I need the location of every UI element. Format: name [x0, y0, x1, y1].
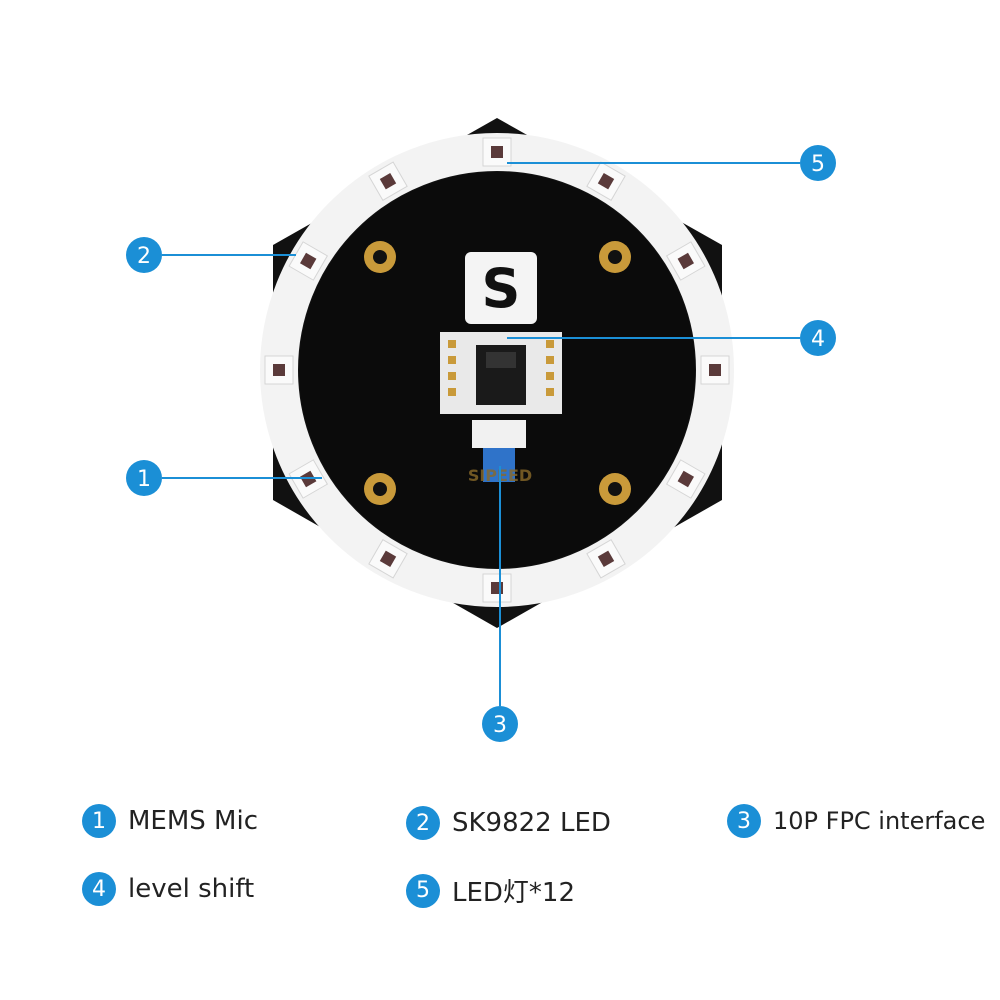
legend-label: 10P FPC interface [773, 807, 986, 835]
legend-number-1: 1 [82, 804, 116, 838]
callout-2: 2 [126, 237, 162, 273]
level-shift-module [440, 332, 562, 414]
legend-label: LED灯*12 [452, 878, 576, 908]
led-3 [665, 241, 706, 281]
led-6 [586, 538, 626, 579]
legend-item-fpc-interface: 3 10P FPC interface [727, 804, 985, 838]
svg-text:3: 3 [493, 713, 507, 738]
svg-text:2: 2 [137, 244, 151, 269]
legend-item-level-shift: 4 level shift [82, 872, 254, 906]
callout-4: 4 [800, 320, 836, 356]
legend-number-4: 4 [82, 872, 116, 906]
sipeed-logo: S [465, 252, 537, 324]
led-10 [264, 355, 294, 385]
led-12 [368, 161, 408, 202]
led-11 [288, 241, 329, 281]
legend-number-2: 2 [406, 806, 440, 840]
led-5 [665, 459, 706, 499]
callout-3: 3 [482, 706, 518, 742]
legend-item-mems-mic: 1 MEMS Mic [82, 804, 258, 838]
callout-lines [162, 162, 800, 706]
callout-5: 5 [800, 145, 836, 181]
legend-label: MEMS Mic [128, 806, 259, 836]
legend-label: SK9822 LED [452, 808, 611, 838]
led-8 [368, 538, 408, 579]
legend-item-led-12: 5 LED灯*12 [406, 872, 575, 909]
led-1 [482, 137, 512, 167]
logo-letter: S [482, 257, 521, 320]
legend-number-3: 3 [727, 804, 761, 838]
led-2 [586, 161, 626, 202]
legend-item-sk9822-led: 2 SK9822 LED [406, 806, 611, 840]
fpc-connector [472, 420, 526, 482]
callout-1: 1 [126, 460, 162, 496]
led-7 [482, 573, 512, 603]
led-4 [700, 355, 730, 385]
svg-text:4: 4 [811, 327, 825, 352]
legend-label: level shift [128, 874, 255, 904]
svg-text:5: 5 [811, 152, 825, 177]
legend-number-5: 5 [406, 873, 440, 908]
svg-text:1: 1 [137, 467, 151, 492]
mounting-holes [364, 241, 631, 505]
